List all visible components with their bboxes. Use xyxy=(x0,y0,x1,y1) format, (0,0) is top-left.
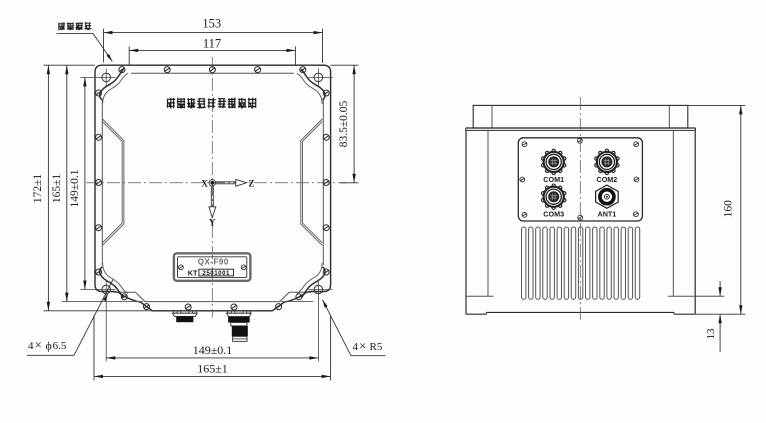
svg-text:COM1: COM1 xyxy=(543,175,564,184)
svg-text:149±0.1: 149±0.1 xyxy=(193,343,233,357)
svg-text:149±0.1: 149±0.1 xyxy=(69,169,81,207)
svg-text:160: 160 xyxy=(723,200,735,218)
svg-text:KT: KT xyxy=(188,268,198,277)
svg-text:QX-F90: QX-F90 xyxy=(198,258,229,267)
svg-text:×: × xyxy=(359,338,366,353)
svg-text:165±1: 165±1 xyxy=(197,361,228,375)
svg-text:Z: Z xyxy=(248,179,254,189)
svg-text:Y: Y xyxy=(209,218,216,228)
svg-text:COM2: COM2 xyxy=(597,175,618,184)
svg-text:13: 13 xyxy=(705,328,717,340)
svg-text:4: 4 xyxy=(353,341,359,353)
svg-text:83.5±0.05: 83.5±0.05 xyxy=(338,100,350,147)
svg-text:X: X xyxy=(201,179,208,189)
svg-text:172±1: 172±1 xyxy=(32,174,44,204)
svg-text:6.5: 6.5 xyxy=(53,340,67,352)
svg-text:ϕ: ϕ xyxy=(46,338,52,352)
svg-text:×: × xyxy=(35,338,42,352)
svg-text:ANT1: ANT1 xyxy=(598,210,617,219)
svg-text:117: 117 xyxy=(203,37,221,51)
svg-text:R5: R5 xyxy=(370,341,383,353)
svg-text:153: 153 xyxy=(202,16,221,30)
svg-text:165±1: 165±1 xyxy=(51,174,63,204)
svg-text:COM3: COM3 xyxy=(543,210,564,219)
svg-text:2501001: 2501001 xyxy=(202,270,230,277)
svg-text:4: 4 xyxy=(28,340,34,352)
